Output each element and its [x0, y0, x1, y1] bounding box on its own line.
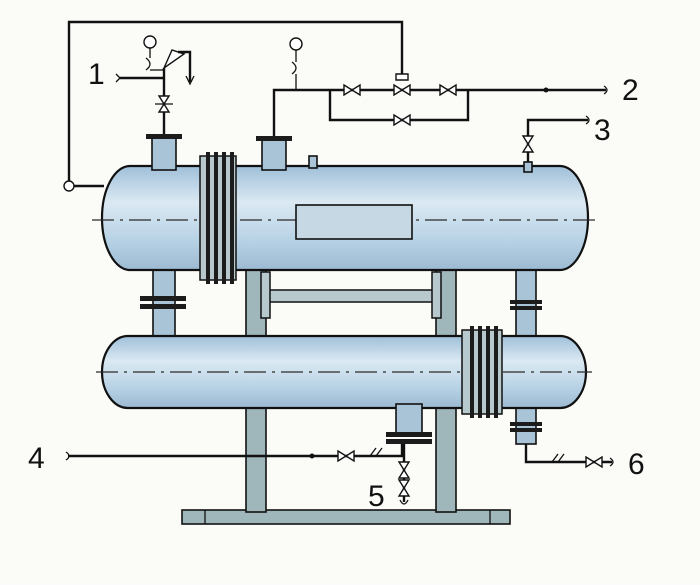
valve-icon[interactable] — [398, 479, 410, 497]
thermometer-icon — [63, 180, 75, 192]
valve-icon[interactable] — [522, 135, 534, 153]
check-valve-icon — [551, 453, 565, 463]
bypass-line — [328, 90, 470, 122]
valve-icon[interactable] — [585, 456, 603, 468]
base-plate — [181, 509, 511, 525]
label-6: 6 — [628, 448, 645, 481]
control-valve-icon[interactable] — [393, 84, 411, 96]
label-1: 1 — [88, 58, 105, 91]
sight-window — [295, 204, 413, 240]
check-valve-icon — [369, 447, 383, 457]
label-2: 2 — [622, 74, 639, 107]
valve-icon[interactable] — [439, 84, 457, 96]
valve-icon[interactable] — [337, 450, 355, 462]
label-5: 5 — [368, 480, 385, 513]
pressure-gauge-icon — [143, 35, 157, 49]
top-nozzle-right — [261, 139, 287, 171]
label-3: 3 — [594, 114, 611, 147]
pressure-gauge-icon — [289, 37, 303, 51]
top-nozzle-left — [151, 137, 177, 171]
label-4: 4 — [28, 442, 45, 475]
frame-crossbar — [265, 289, 437, 303]
vent-stub — [308, 155, 318, 169]
bypass-valve-icon[interactable] — [393, 114, 411, 126]
control-signal-line — [67, 20, 404, 181]
valve-icon[interactable] — [343, 84, 361, 96]
valve-icon[interactable] — [398, 461, 410, 479]
bottom-nozzle — [395, 403, 423, 435]
